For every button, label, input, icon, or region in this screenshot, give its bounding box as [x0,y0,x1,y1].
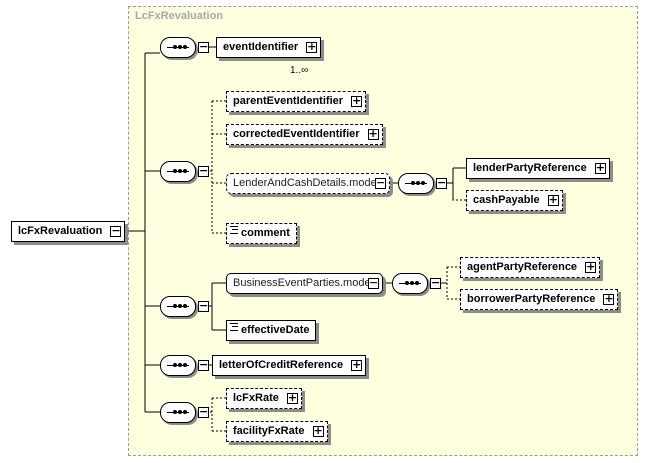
multiplicity-label: 1..∞ [290,65,309,76]
sequence-compositor-1[interactable]: − [160,37,212,58]
element-event-identifier[interactable]: eventIdentifier + [216,37,322,58]
sequence-icon [160,161,196,182]
expand-icon[interactable]: + [367,127,379,140]
element-cash-payable[interactable]: cashPayable + [466,190,563,211]
element-agent-party-reference[interactable]: agentPartyReference + [460,257,601,278]
expand-icon[interactable]: + [312,424,324,437]
element-label: agentPartyReference [467,261,578,273]
sequence-compositor-business[interactable]: − [392,273,444,294]
element-label: letterOfCreditReference [219,359,344,371]
collapse-icon[interactable]: − [198,164,209,177]
group-label: BusinessEventParties.model [233,277,374,289]
root-element-node[interactable]: lcFxRevaluation − [11,221,126,242]
group-lender-and-cash-details[interactable]: LenderAndCashDetails.model − [226,173,390,194]
expand-icon[interactable]: + [306,40,318,53]
sequence-icon [392,273,428,294]
sequence-compositor-3[interactable]: − [160,296,212,317]
expand-icon[interactable]: + [351,94,363,107]
sequence-icon [398,173,434,194]
group-label: LenderAndCashDetails.model [233,177,380,189]
element-label: effectiveDate [241,324,310,336]
element-parent-event-identifier[interactable]: parentEventIdentifier + [226,91,367,112]
element-label: borrowerPartyReference [467,293,596,305]
sequence-compositor-lender[interactable]: − [398,173,450,194]
collapse-icon[interactable]: − [368,276,379,289]
expand-icon[interactable]: + [594,161,606,174]
expand-icon[interactable]: + [351,358,363,371]
collapse-icon[interactable]: − [375,176,386,189]
complex-type-region: LcFxRevaluation [128,6,638,456]
business-opt-trunk [446,266,460,300]
sequence-icon [160,37,196,58]
expand-icon[interactable]: + [585,260,597,273]
collapse-icon[interactable]: − [198,40,209,53]
collapse-icon[interactable]: − [198,299,209,312]
element-label: parentEventIdentifier [233,95,344,107]
seq5-trunk [206,397,226,432]
element-label: eventIdentifier [223,41,299,53]
element-lc-fx-rate[interactable]: lcFxRate + [226,388,302,409]
element-label: correctedEventIdentifier [233,128,360,140]
sequence-compositor-4[interactable]: − [160,355,212,376]
sequence-compositor-5[interactable]: − [160,402,212,423]
collapse-icon[interactable]: − [430,276,441,289]
expand-icon[interactable]: + [547,193,559,206]
element-borrower-party-reference[interactable]: borrowerPartyReference + [460,289,619,310]
region-title: LcFxRevaluation [135,10,224,22]
element-comment[interactable]: comment [226,223,297,244]
element-letter-of-credit-reference[interactable]: letterOfCreditReference + [212,355,367,376]
sequence-icon [160,402,196,423]
collapse-icon[interactable]: − [198,405,209,418]
element-label: cashPayable [473,194,540,206]
expand-icon[interactable]: + [603,292,615,305]
sequence-icon [160,355,196,376]
element-lender-party-reference[interactable]: lenderPartyReference + [466,158,610,179]
collapse-icon[interactable]: − [436,176,447,189]
element-facility-fx-rate[interactable]: facilityFxRate + [226,421,328,442]
element-corrected-event-identifier[interactable]: correctedEventIdentifier + [226,124,383,145]
element-effective-date[interactable]: effectiveDate [226,320,317,341]
expand-icon[interactable]: + [286,391,298,404]
cashpayable-connector [452,183,466,201]
text-content-icon [230,323,238,331]
collapse-icon[interactable]: − [198,358,209,371]
root-element-label: lcFxRevaluation [18,225,103,237]
sequence-icon [160,296,196,317]
element-label: lcFxRate [233,392,279,404]
seq3-trunk [206,282,226,331]
element-label: facilityFxRate [233,425,305,437]
sequence-compositor-2[interactable]: − [160,161,212,182]
group-business-event-parties[interactable]: BusinessEventParties.model − [226,273,383,294]
collapse-icon[interactable]: − [110,224,122,237]
element-label: lenderPartyReference [473,162,587,174]
text-content-icon [230,226,238,234]
element-label: comment [241,227,290,239]
seq2-trunk [206,100,226,234]
